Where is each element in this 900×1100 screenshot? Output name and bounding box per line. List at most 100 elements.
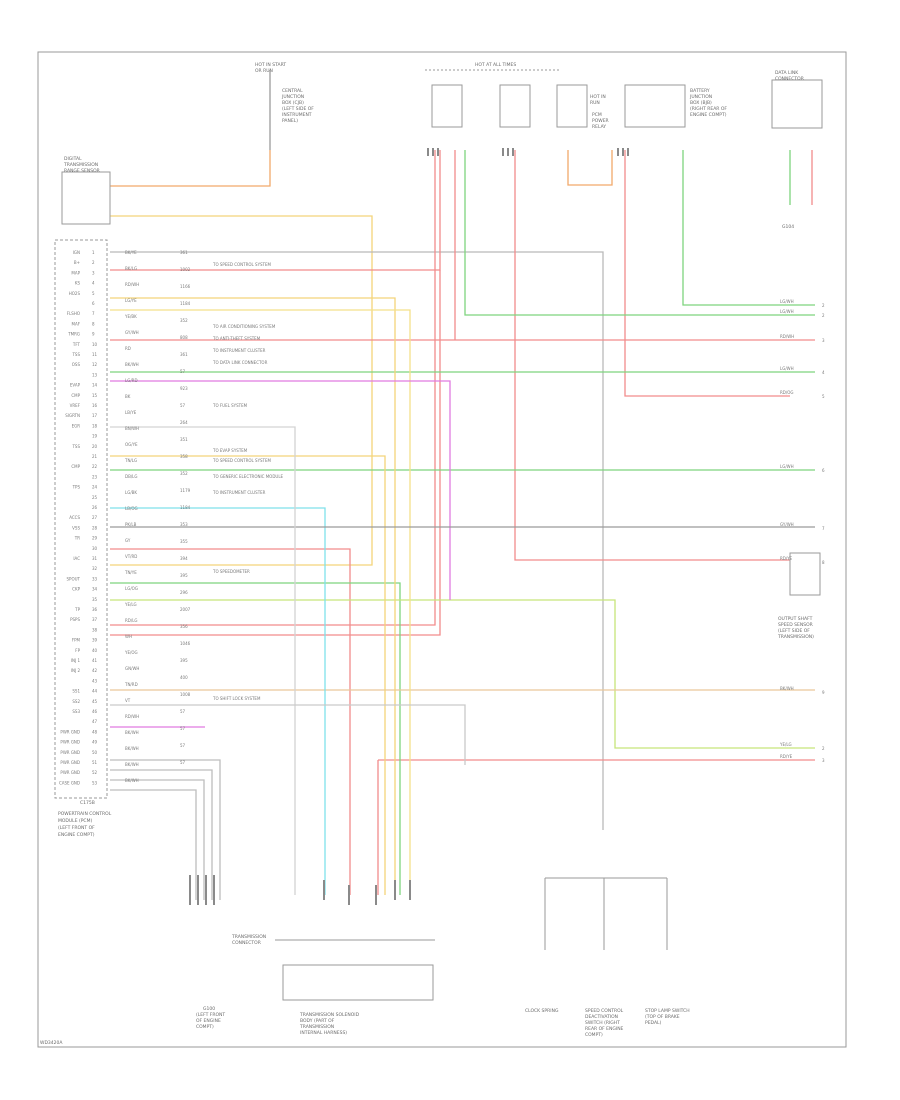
note-text: TO INSTRUMENT CLUSTER bbox=[212, 490, 266, 495]
range-sensor-box bbox=[61, 171, 111, 225]
pin-number: 18 bbox=[92, 423, 98, 428]
edge-wire-label: LG/WH bbox=[780, 309, 794, 314]
wire-label: TN/LG bbox=[124, 458, 137, 463]
note-text: TO SPEED CONTROL SYSTEM bbox=[212, 458, 272, 463]
connector-marks bbox=[189, 148, 629, 905]
circuit-number: 2007 bbox=[180, 607, 191, 612]
pin-number: 35 bbox=[92, 597, 98, 602]
wire-label: BK/WH bbox=[125, 746, 139, 751]
pin-name: MAF bbox=[72, 321, 81, 326]
pin-number: 9 bbox=[92, 332, 95, 337]
circuit-number: 353 bbox=[180, 522, 188, 527]
pin-number: 42 bbox=[92, 668, 98, 673]
edge-number: 6 bbox=[822, 468, 825, 473]
fuse-left-2: OR RUN bbox=[255, 68, 273, 74]
pin-number: 38 bbox=[92, 627, 98, 632]
pin-number: 21 bbox=[92, 454, 98, 459]
pin-number: 7 bbox=[92, 311, 95, 316]
pin-name: PWR GND bbox=[60, 750, 80, 755]
pin-number: 26 bbox=[92, 505, 98, 510]
circuit-number: 1184 bbox=[180, 505, 191, 510]
fuse-box-right bbox=[624, 84, 686, 128]
wire-label: GY bbox=[125, 538, 131, 543]
relay-label-2: POWER bbox=[592, 118, 609, 124]
pin-number: 30 bbox=[92, 546, 98, 551]
circuit-number: 1184 bbox=[180, 301, 191, 306]
pin-number: 6 bbox=[92, 301, 95, 306]
wire-label: RD/LG bbox=[125, 618, 138, 623]
pin-number: 12 bbox=[92, 362, 98, 367]
fuse-right-5: ENGINE COMPT) bbox=[690, 112, 727, 118]
fuse-left-1: HOT IN START bbox=[255, 62, 286, 68]
circuit-number: 351 bbox=[180, 437, 188, 442]
output-shaft-4: TRANSMISSION) bbox=[777, 634, 814, 640]
pin-name: SPOUT bbox=[67, 576, 81, 581]
wire-label: LG/BK bbox=[125, 490, 137, 495]
pin-number: 25 bbox=[92, 495, 98, 500]
edge-number: 3 bbox=[822, 338, 825, 343]
ground-label-4: COMPT) bbox=[196, 1024, 214, 1030]
wire-label: YE/BK bbox=[124, 314, 137, 319]
edge-number: 7 bbox=[822, 526, 825, 531]
speed-control-1: SPEED CONTROL bbox=[585, 1008, 624, 1014]
data-link-label-1: DATA LINK bbox=[775, 70, 799, 76]
pin-name: VSS bbox=[72, 525, 80, 530]
circuit-number: 361 bbox=[180, 352, 188, 357]
fuse-left-detail-2: JUNCTION bbox=[281, 94, 304, 100]
g104-label: G104 bbox=[782, 224, 794, 230]
pin-number: 53 bbox=[92, 780, 98, 785]
pin-name: VREF bbox=[70, 403, 81, 408]
wire-green-1 bbox=[682, 150, 815, 306]
pin-number: 49 bbox=[92, 740, 98, 745]
circuit-number: 1002 bbox=[180, 267, 191, 272]
edge-wire-label: BK/WH bbox=[780, 686, 794, 691]
pcm-label-4: ENGINE COMPT) bbox=[58, 832, 95, 838]
output-shaft-2: SPEED SENSOR bbox=[778, 622, 813, 628]
wire-label: BK bbox=[125, 394, 131, 399]
pin-number: 43 bbox=[92, 678, 98, 683]
pin-number: 28 bbox=[92, 525, 98, 530]
pcm-label-2: MODULE (PCM) bbox=[58, 818, 92, 824]
solenoid-label-2: BODY (PART OF bbox=[300, 1018, 335, 1024]
pin-name: TSS bbox=[71, 352, 80, 357]
wire-label: OG/YE bbox=[125, 442, 138, 447]
wire-gray-3 bbox=[110, 704, 466, 765]
fuse-left-detail-4: (LEFT SIDE OF bbox=[282, 106, 314, 112]
pin-number: 45 bbox=[92, 699, 98, 704]
speed-sensor-box bbox=[789, 552, 821, 596]
fuse-left-detail-5: INSTRUMENT bbox=[282, 112, 312, 118]
pin-name: CKP bbox=[72, 587, 80, 592]
pin-name: EVAP bbox=[70, 383, 81, 388]
edge-wire-label: LG/WH bbox=[780, 464, 794, 469]
fuse-components bbox=[61, 69, 823, 1001]
pin-name: ACCS bbox=[69, 515, 80, 520]
pin-number: 16 bbox=[92, 403, 98, 408]
pin-number: 33 bbox=[92, 576, 98, 581]
pin-number: 44 bbox=[92, 689, 98, 694]
pin-number: 40 bbox=[92, 648, 98, 653]
wire-label: BK/WH bbox=[125, 762, 139, 767]
relay-label-3: RELAY bbox=[592, 124, 606, 130]
note-text: TO SPEED CONTROL SYSTEM bbox=[212, 262, 272, 267]
pin-name: PWR GND bbox=[60, 740, 80, 745]
circuit-number: 361 bbox=[180, 250, 188, 255]
pin-number: 27 bbox=[92, 515, 98, 520]
solenoid-body-box bbox=[282, 964, 434, 1001]
speed-control-2: DEACTIVATION bbox=[585, 1014, 618, 1020]
fuse-right-4: (RIGHT REAR OF bbox=[690, 106, 727, 112]
wire-label: BN/WH bbox=[125, 426, 139, 431]
wire-label: BK/WH bbox=[125, 730, 139, 735]
solenoid-label-4: INTERNAL HARNESS) bbox=[300, 1030, 347, 1036]
pin-number: 2 bbox=[92, 260, 95, 265]
wire-label: VT/RD bbox=[125, 554, 137, 559]
pin-number: 41 bbox=[92, 658, 98, 663]
brake-switch-2: (TOP OF BRAKE bbox=[645, 1014, 680, 1020]
diagram-frame bbox=[37, 51, 847, 1048]
wire-red-10 bbox=[624, 150, 790, 397]
circuit-number: 355 bbox=[180, 539, 188, 544]
pin-name: FPM bbox=[72, 638, 81, 643]
circuit-number: 352 bbox=[180, 318, 188, 323]
edge-wire-label: LG/WH bbox=[780, 366, 794, 371]
wire-label: WH bbox=[125, 634, 132, 639]
